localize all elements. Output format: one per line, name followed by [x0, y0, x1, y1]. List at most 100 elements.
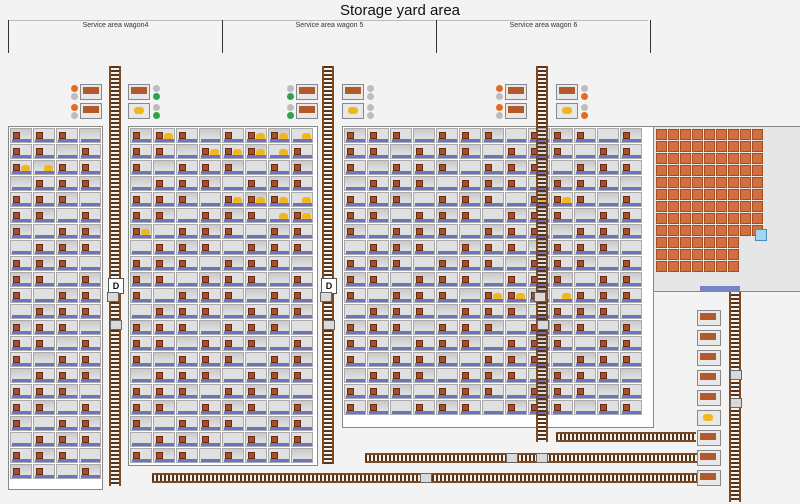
storage-slot[interactable] [704, 141, 715, 152]
yard-slot[interactable] [574, 160, 596, 175]
yard-slot[interactable] [10, 240, 32, 255]
yard-slot[interactable] [344, 160, 366, 175]
yard-slot[interactable] [79, 352, 101, 367]
storage-slot[interactable] [728, 213, 739, 224]
yard-slot[interactable] [56, 288, 78, 303]
yard-slot[interactable] [222, 384, 244, 399]
yard-slot[interactable] [597, 160, 619, 175]
yard-slot[interactable] [291, 352, 313, 367]
storage-slot[interactable] [704, 129, 715, 140]
track-switch[interactable] [420, 473, 432, 483]
yard-slot[interactable] [245, 128, 267, 143]
yard-slot[interactable] [56, 272, 78, 287]
yard-slot[interactable] [268, 224, 290, 239]
yard-slot[interactable] [268, 288, 290, 303]
yard-slot[interactable] [291, 192, 313, 207]
yard-slot[interactable] [291, 400, 313, 415]
yard-slot[interactable] [176, 368, 198, 383]
yard-slot[interactable] [505, 272, 527, 287]
storage-slot[interactable] [668, 153, 679, 164]
yard-slot[interactable] [10, 160, 32, 175]
yard-slot[interactable] [33, 432, 55, 447]
storage-slot[interactable] [656, 201, 667, 212]
yard-slot[interactable] [367, 160, 389, 175]
yard-slot[interactable] [390, 336, 412, 351]
yard-slot[interactable] [268, 384, 290, 399]
yard-slot[interactable] [79, 304, 101, 319]
yard-slot[interactable] [79, 288, 101, 303]
yard-slot[interactable] [130, 176, 152, 191]
yard-slot[interactable] [436, 272, 458, 287]
yard-slot[interactable] [56, 320, 78, 335]
yard-slot[interactable] [153, 240, 175, 255]
yard-slot[interactable] [130, 304, 152, 319]
yard-slot[interactable] [413, 336, 435, 351]
yard-slot[interactable] [245, 256, 267, 271]
yard-slot[interactable] [436, 128, 458, 143]
yard-slot[interactable] [268, 160, 290, 175]
yard-slot[interactable] [574, 304, 596, 319]
storage-slot[interactable] [728, 201, 739, 212]
yard-slot[interactable] [222, 352, 244, 367]
yard-slot[interactable] [222, 416, 244, 431]
storage-slot[interactable] [692, 249, 703, 260]
storage-slot[interactable] [656, 261, 667, 272]
yard-slot[interactable] [367, 256, 389, 271]
yard-slot[interactable] [176, 288, 198, 303]
yard-slot[interactable] [268, 256, 290, 271]
wagon-tile[interactable] [128, 84, 150, 100]
yard-slot[interactable] [505, 192, 527, 207]
storage-slot[interactable] [716, 141, 727, 152]
yard-slot[interactable] [10, 352, 32, 367]
yard-slot[interactable] [176, 304, 198, 319]
yard-slot[interactable] [153, 336, 175, 351]
yard-slot[interactable] [551, 208, 573, 223]
yard-slot[interactable] [574, 256, 596, 271]
yard-slot[interactable] [344, 352, 366, 367]
storage-slot[interactable] [728, 177, 739, 188]
yard-slot[interactable] [574, 176, 596, 191]
yard-slot[interactable] [130, 128, 152, 143]
storage-slot[interactable] [668, 249, 679, 260]
yard-slot[interactable] [482, 224, 504, 239]
yard-slot[interactable] [367, 336, 389, 351]
yard-slot[interactable] [176, 448, 198, 463]
storage-slot[interactable] [740, 165, 751, 176]
yard-slot[interactable] [482, 128, 504, 143]
storage-slot[interactable] [680, 189, 691, 200]
yard-slot[interactable] [597, 336, 619, 351]
yard-slot[interactable] [291, 240, 313, 255]
yard-slot[interactable] [245, 224, 267, 239]
yard-slot[interactable] [199, 256, 221, 271]
yard-slot[interactable] [505, 256, 527, 271]
yard-slot[interactable] [268, 208, 290, 223]
storage-slot[interactable] [680, 129, 691, 140]
yard-slot[interactable] [245, 384, 267, 399]
track-switch[interactable] [730, 398, 742, 408]
yard-slot[interactable] [10, 320, 32, 335]
yard-slot[interactable] [367, 224, 389, 239]
yard-slot[interactable] [56, 464, 78, 479]
yard-slot[interactable] [10, 256, 32, 271]
yard-slot[interactable] [459, 176, 481, 191]
yard-slot[interactable] [413, 224, 435, 239]
yard-slot[interactable] [130, 288, 152, 303]
storage-slot[interactable] [668, 189, 679, 200]
yard-slot[interactable] [199, 176, 221, 191]
yard-slot[interactable] [199, 192, 221, 207]
yard-slot[interactable] [574, 128, 596, 143]
yard-slot[interactable] [222, 144, 244, 159]
yard-slot[interactable] [199, 336, 221, 351]
yard-slot[interactable] [505, 400, 527, 415]
yard-slot[interactable] [620, 144, 642, 159]
yard-slot[interactable] [436, 176, 458, 191]
yard-slot[interactable] [413, 128, 435, 143]
yard-slot[interactable] [620, 256, 642, 271]
yard-slot[interactable] [505, 336, 527, 351]
yard-slot[interactable] [130, 224, 152, 239]
yard-slot[interactable] [176, 240, 198, 255]
storage-slot[interactable] [704, 177, 715, 188]
yard-slot[interactable] [597, 320, 619, 335]
yard-slot[interactable] [222, 400, 244, 415]
storage-slot[interactable] [716, 165, 727, 176]
